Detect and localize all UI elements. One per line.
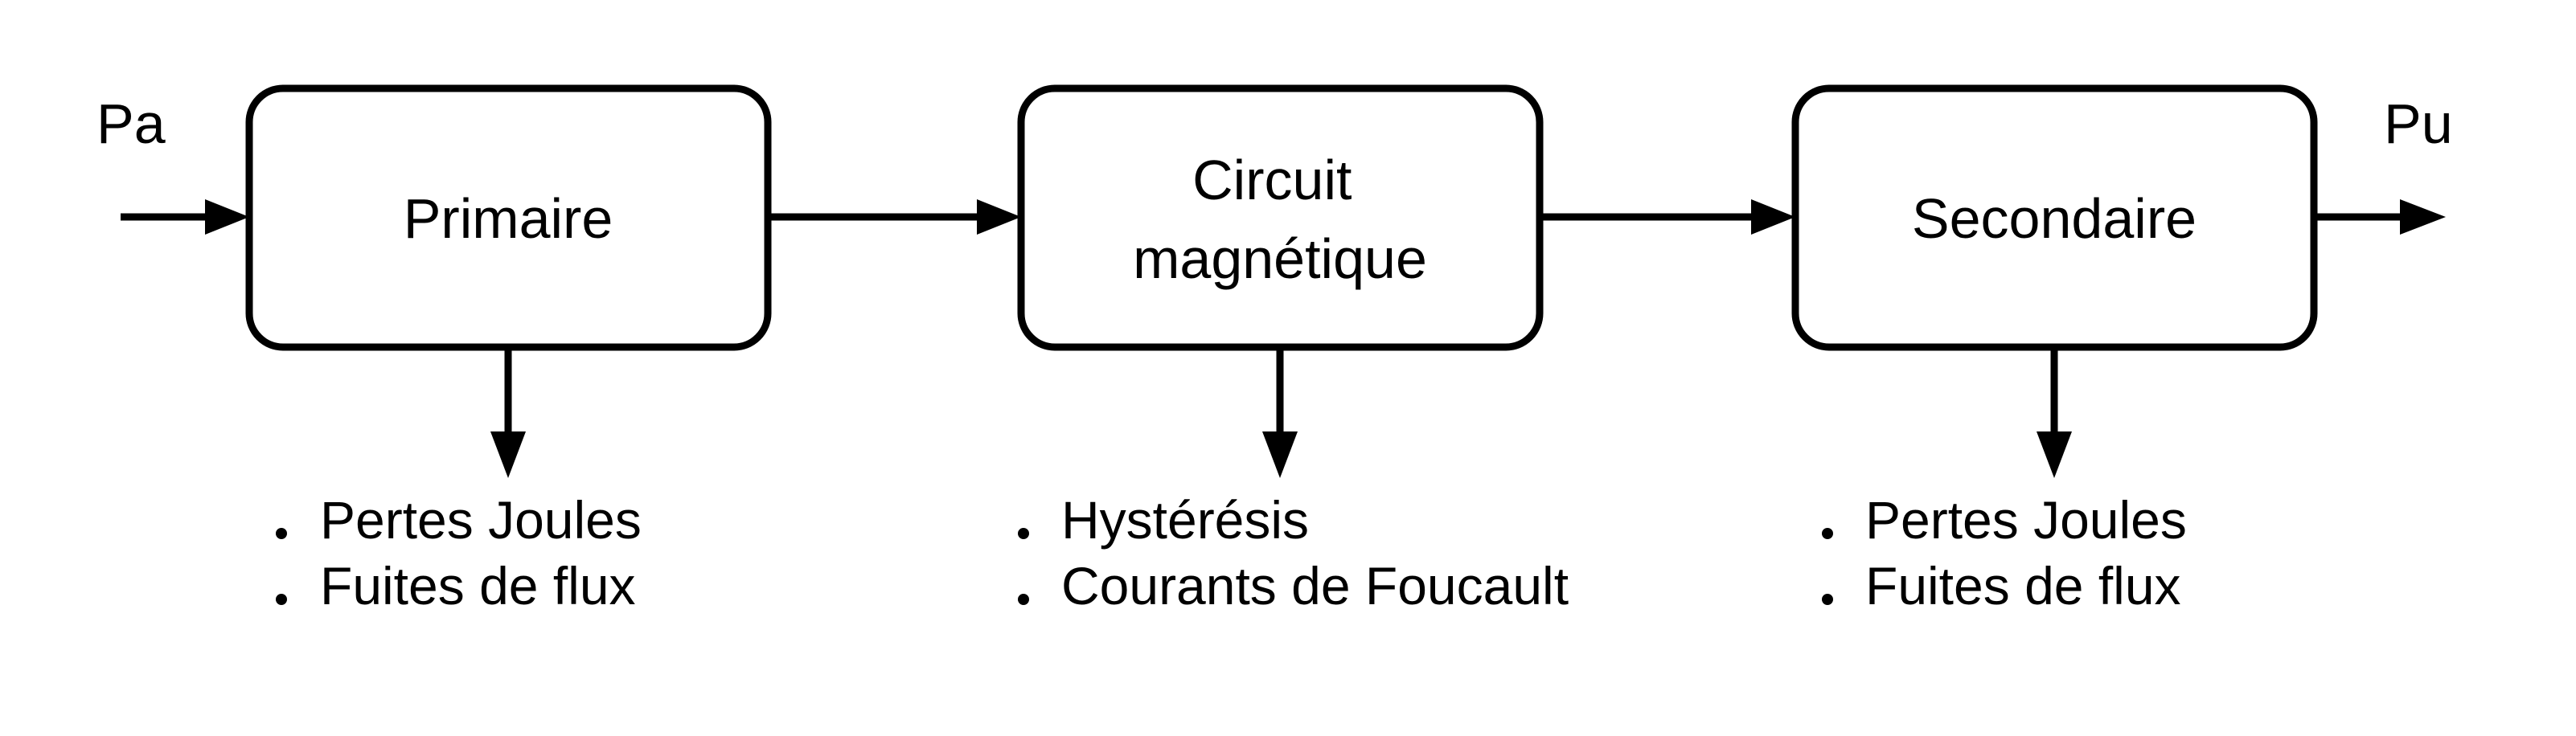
bullet-dot [1018, 528, 1029, 539]
primary-loss-arrow [490, 347, 526, 478]
magnetic-circuit-block [1017, 84, 1544, 351]
primary-loss-item-1: Pertes Joules [320, 490, 642, 550]
secondary-loss-item-2: Fuites de flux [1865, 556, 2181, 615]
bullet-dot [1018, 594, 1029, 605]
bullet-dot [1822, 528, 1833, 539]
magnetic-circuit-label: Circuit magnétique [1133, 149, 1427, 290]
arrow-magnetic-to-secondary [1540, 199, 1795, 235]
arrow-primary-to-magnetic [768, 199, 1021, 235]
input-arrow [121, 199, 249, 235]
primary-losses-list: Pertes Joules Fuites de flux [276, 490, 642, 615]
bullet-dot [276, 528, 287, 539]
magnetic-loss-item-1: Hystérésis [1061, 490, 1309, 550]
primary-block-label: Primaire [404, 187, 613, 250]
bullet-dot [276, 594, 287, 605]
magnetic-losses-list: Hystérésis Courants de Foucault [1018, 490, 1569, 615]
primary-loss-item-2: Fuites de flux [320, 556, 636, 615]
magnetic-loss-item-2: Courants de Foucault [1061, 556, 1569, 615]
secondary-block-label: Secondaire [1912, 187, 2197, 250]
magnetic-loss-arrow [1262, 347, 1298, 478]
input-label: Pa [96, 92, 166, 155]
output-label: Pu [2384, 92, 2453, 155]
magnetic-circuit-label-line-2: magnétique [1133, 227, 1427, 290]
secondary-losses-list: Pertes Joules Fuites de flux [1822, 490, 2187, 615]
bullet-dot [1822, 594, 1833, 605]
secondary-loss-item-1: Pertes Joules [1865, 490, 2187, 550]
magnetic-circuit-label-line-1: Circuit [1192, 149, 1352, 211]
secondary-loss-arrow [2037, 347, 2072, 478]
output-arrow [2314, 199, 2446, 235]
